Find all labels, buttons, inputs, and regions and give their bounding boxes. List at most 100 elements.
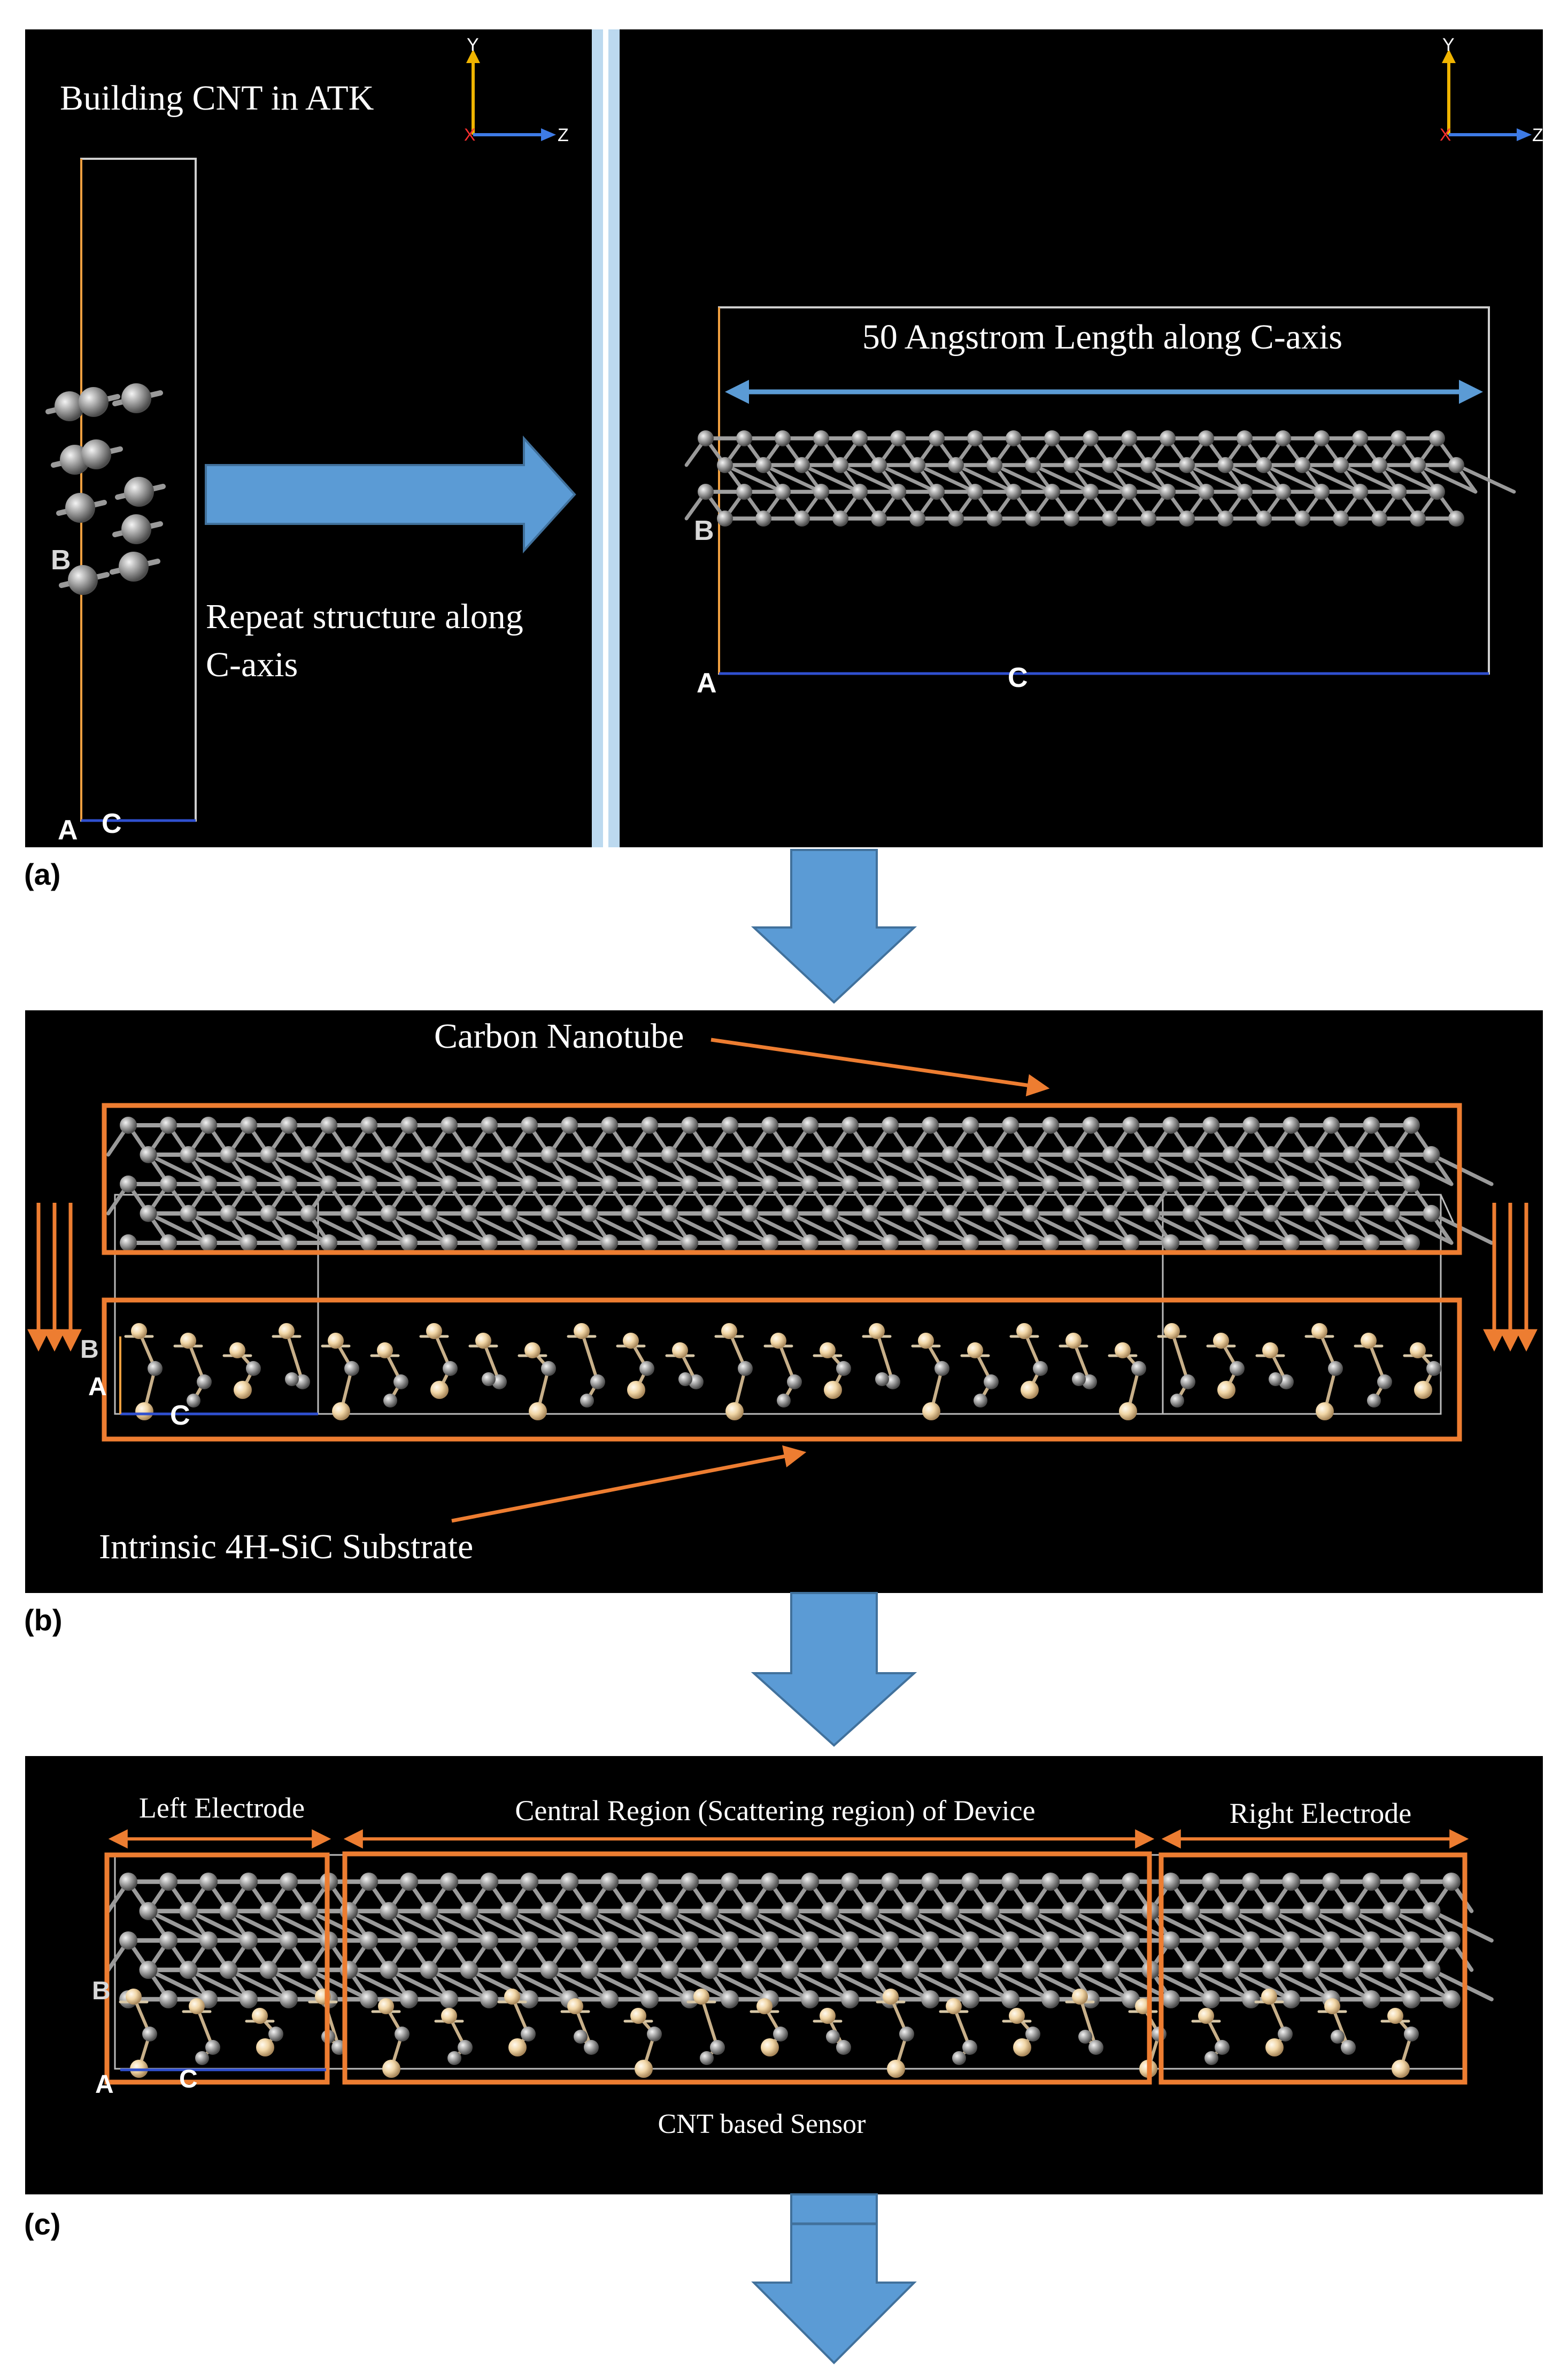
carbon-atom — [179, 1902, 198, 1920]
carbon-atom — [240, 1990, 258, 2008]
carbon-atom — [1294, 511, 1310, 527]
cnt-label-pointer — [710, 1038, 1050, 1096]
bond — [1069, 463, 1131, 494]
bond — [988, 1211, 1053, 1245]
bond — [1269, 1153, 1333, 1186]
carbon-atom — [909, 511, 925, 527]
carbon-atom — [841, 1873, 859, 1891]
carbon-atom — [395, 2027, 410, 2042]
carbon-atom — [1202, 1873, 1220, 1891]
carbon-atom — [584, 2040, 599, 2055]
carbon-atom — [909, 457, 925, 473]
bond — [627, 1909, 692, 1943]
carbon-atom — [962, 1234, 979, 1251]
carbon-atom — [1202, 1117, 1219, 1134]
bond — [1416, 463, 1478, 494]
carbon-atom — [240, 1931, 258, 1950]
carbon-atom — [1131, 1361, 1146, 1376]
carbon-atom — [899, 2027, 914, 2042]
carbon-atom — [1202, 1234, 1219, 1251]
panel-a-title: Building CNT in ATK — [60, 79, 374, 118]
bond — [988, 1153, 1053, 1186]
carbon-atom — [929, 484, 945, 500]
carbon-atom — [1179, 457, 1195, 473]
carbon-atom — [400, 1990, 418, 2008]
carbon-atom — [1122, 1990, 1140, 2008]
carbon-atom — [700, 2051, 714, 2065]
carbon-atom — [280, 1990, 298, 2008]
carbon-atom — [360, 1873, 378, 1891]
carbon-atom — [861, 1146, 879, 1163]
silicon-atom — [756, 1998, 773, 2014]
bond — [1223, 463, 1285, 494]
carbon-atom — [240, 1873, 258, 1891]
carbon-atom — [1363, 1234, 1380, 1251]
carbon-atom — [1062, 1146, 1079, 1163]
carbon-atom — [1331, 2030, 1345, 2044]
carbon-atom — [1182, 1146, 1200, 1163]
carbon-atom — [922, 1117, 939, 1134]
carbon-atom — [962, 1176, 979, 1193]
carbon-atom — [1082, 1931, 1100, 1950]
bond — [1389, 1211, 1454, 1245]
carbon-atom — [600, 1873, 619, 1891]
carbon-atom — [1342, 1146, 1360, 1163]
carbon-atom — [240, 1176, 257, 1193]
axis-z-label-left: Z — [558, 125, 569, 145]
carbon-atom — [1328, 1361, 1343, 1376]
carbon-atom — [841, 1176, 859, 1193]
carbon-atom — [320, 1234, 337, 1251]
carbon-atom — [441, 1176, 458, 1193]
bond — [587, 1968, 652, 2001]
carbon-atom — [1262, 1902, 1280, 1920]
carbon-atom — [195, 2051, 209, 2065]
bond — [667, 1211, 732, 1245]
carbon-atom — [180, 1146, 197, 1163]
cnt-repeated-atoms — [684, 430, 1516, 527]
bond — [186, 1968, 251, 2001]
bond — [346, 1153, 411, 1186]
carbon-atom — [1391, 430, 1407, 446]
cell-b-c-label: C — [170, 1400, 190, 1431]
bond — [1349, 1153, 1413, 1186]
carbon-atom — [1382, 1205, 1400, 1222]
bond — [1309, 1211, 1373, 1245]
carbon-atom — [1042, 1176, 1059, 1193]
carbon-atom — [761, 1931, 779, 1950]
bond — [828, 1968, 892, 2001]
carbon-atom — [440, 1990, 458, 2008]
carbon-atom — [420, 1961, 438, 1979]
carbon-atom — [1448, 457, 1464, 473]
silicon-atom — [256, 2038, 274, 2056]
carbon-atom — [641, 1234, 658, 1251]
bond — [1170, 1329, 1189, 1383]
bond — [1429, 1968, 1494, 2001]
silicon-atom — [630, 2008, 646, 2024]
bond — [226, 1968, 291, 2001]
bond — [587, 1211, 652, 1245]
silicon-atom — [1265, 2038, 1284, 2056]
carbon-atom — [952, 2051, 966, 2065]
bond — [1229, 1211, 1293, 1245]
carbon-atom — [641, 1176, 658, 1193]
bond — [306, 1153, 371, 1186]
carbon-atom — [521, 1176, 538, 1193]
bond — [1148, 1153, 1213, 1186]
carbon-atom — [380, 1961, 398, 1979]
carbon-atom — [300, 1205, 318, 1222]
carbon-atom — [921, 1931, 939, 1950]
carbon-atom — [340, 1205, 358, 1222]
cell-left-c-label: C — [102, 808, 122, 839]
carbon-atom — [1237, 484, 1253, 500]
silicon-atom — [1316, 1402, 1334, 1420]
carbon-atom — [801, 1234, 818, 1251]
carbon-atom — [681, 1234, 698, 1251]
repeat-text-line1: Repeat structure along — [206, 597, 523, 636]
carbon-atom — [981, 1902, 1000, 1920]
carbon-atom — [460, 1961, 478, 1979]
bond — [1185, 463, 1247, 494]
bond — [627, 1968, 692, 2001]
carbon-atom — [1181, 1961, 1200, 1979]
bond — [707, 1968, 772, 2001]
bond — [1229, 1968, 1293, 2001]
